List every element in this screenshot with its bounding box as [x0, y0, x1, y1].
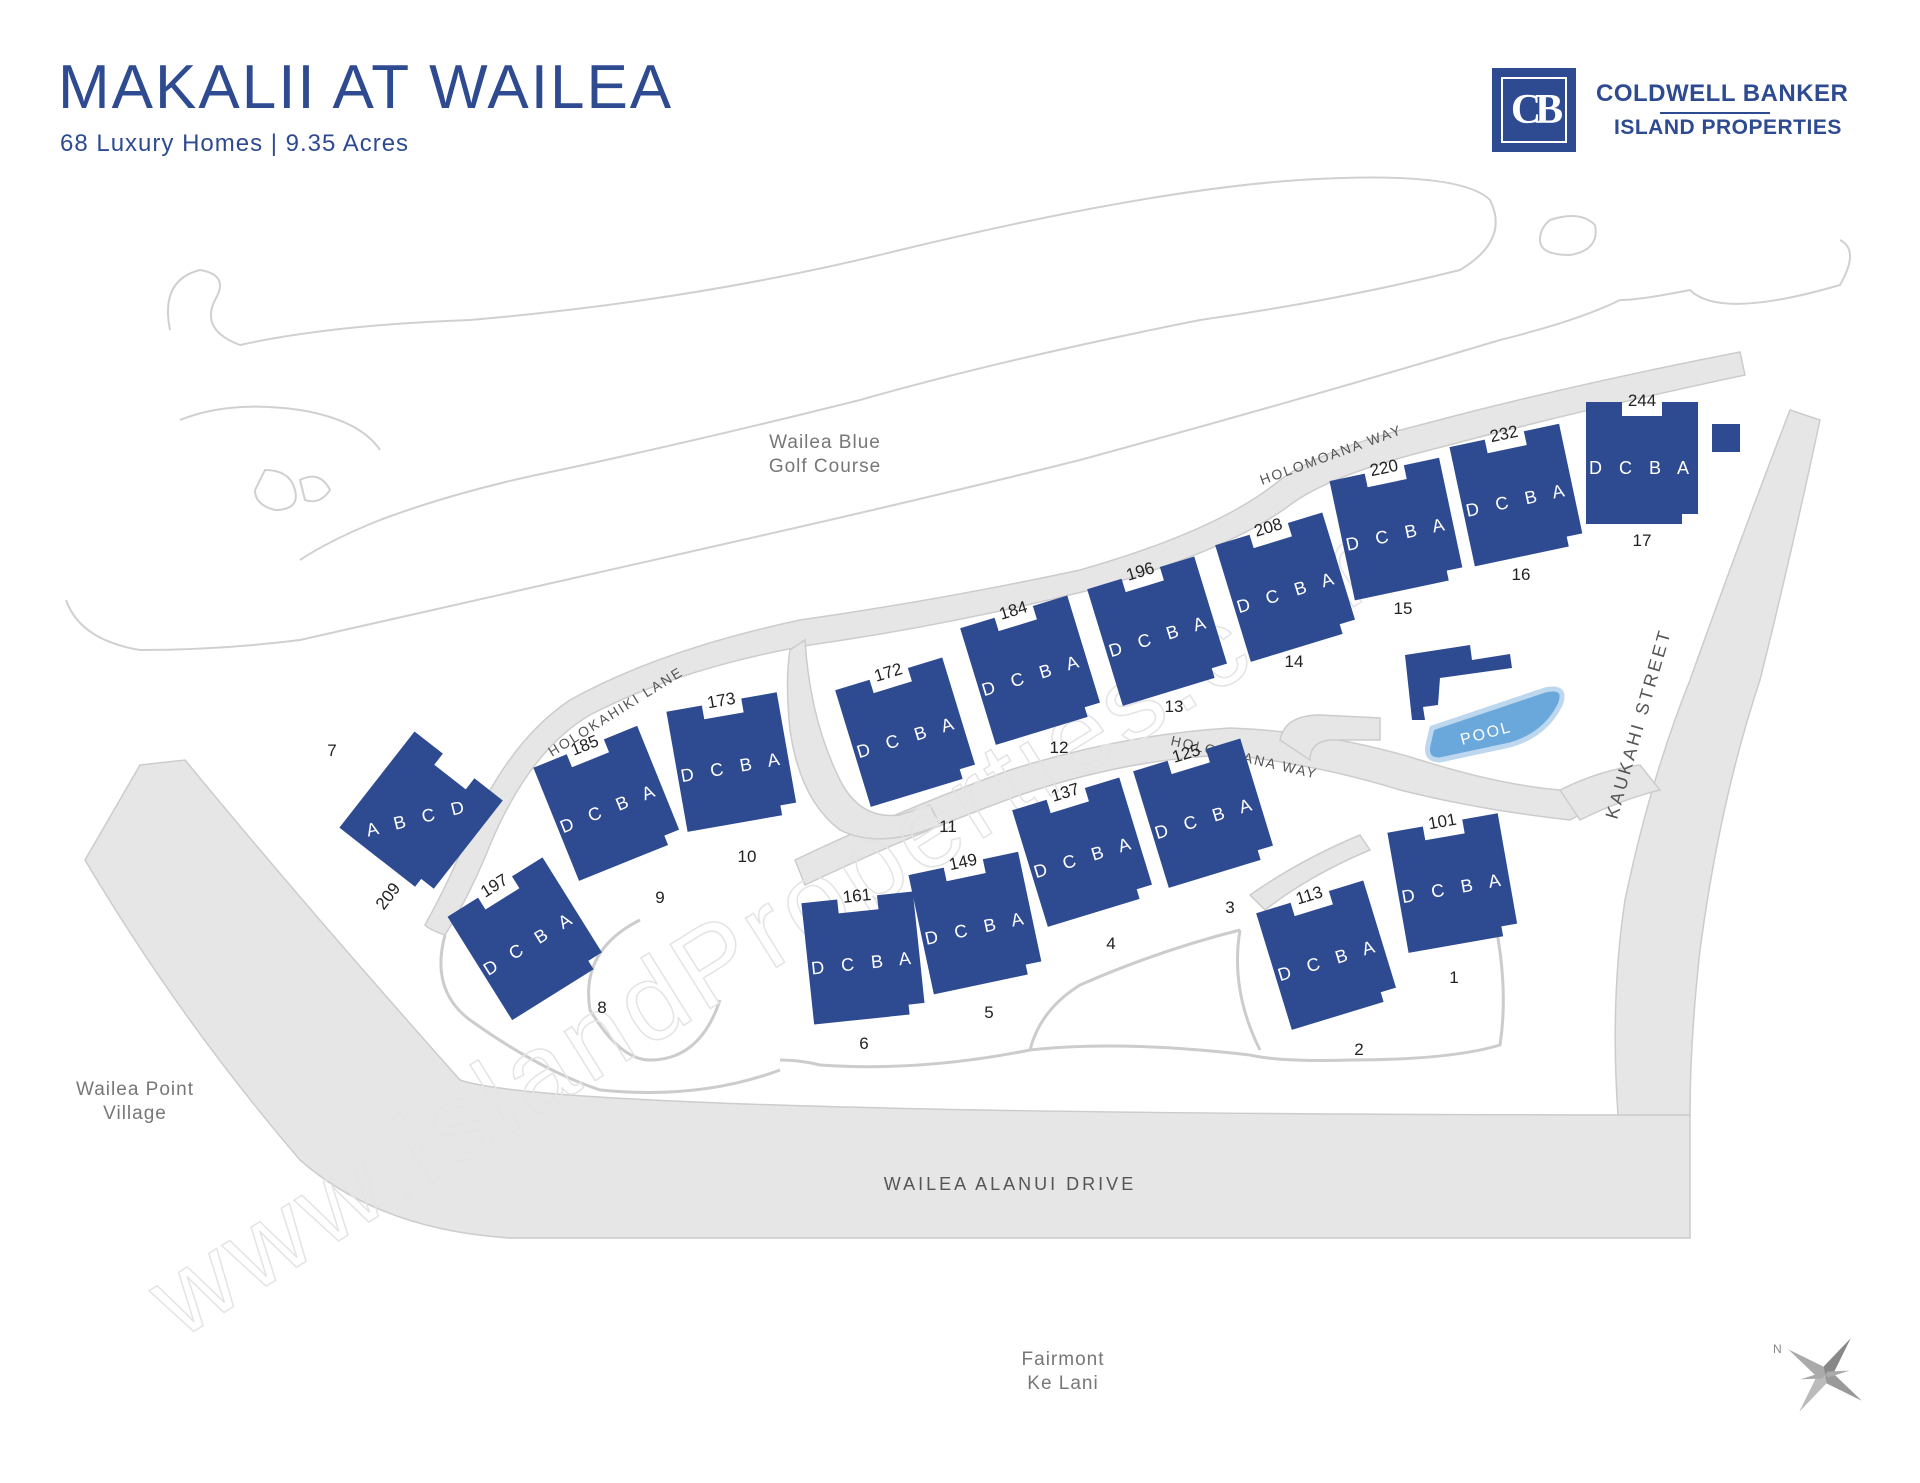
- unit-letters: D C B A: [1589, 458, 1695, 478]
- building-number-label: 2: [1354, 1040, 1363, 1059]
- compass-rose-icon: N: [1773, 1338, 1862, 1412]
- brand-line-1: COLDWELL BANKER: [1596, 80, 1849, 107]
- building-footprint: [533, 725, 680, 881]
- building-address: 209: [372, 879, 404, 913]
- building-address: 244: [1628, 391, 1656, 410]
- building-number-label: 7: [327, 741, 336, 760]
- kaukahi-connector: [1558, 764, 1662, 821]
- building-footprint: [801, 891, 925, 1025]
- building-address: 172: [872, 659, 905, 685]
- building-address: 161: [842, 885, 872, 907]
- building-footprint: [1329, 457, 1463, 601]
- building-footprint: [339, 731, 503, 889]
- village-label-2: Village: [103, 1103, 167, 1124]
- east-loop-road: [1248, 834, 1372, 911]
- building-17: D C B A 244: [1586, 391, 1698, 524]
- golf-course-label-2: Golf Course: [769, 456, 881, 477]
- place-labels: Wailea Blue Golf Course Wailea Point Vil…: [76, 432, 1105, 1394]
- golf-course-outline: [65, 176, 1851, 652]
- building-number-label: 14: [1285, 652, 1304, 671]
- building-number-label: 6: [859, 1034, 868, 1053]
- compass-north-label: N: [1773, 1342, 1782, 1356]
- village-label-1: Wailea Point: [76, 1079, 194, 1100]
- holomoana-way-upper: [424, 351, 1746, 936]
- roads: [84, 351, 1821, 1239]
- wailea-alanui-drive: [84, 759, 1691, 1239]
- clubhouse-building: [1405, 645, 1512, 720]
- amenities: POOL: [1405, 424, 1740, 763]
- brand-monogram: CB: [1501, 77, 1567, 143]
- building-number-label: 8: [597, 998, 606, 1017]
- building-footprint: [1449, 423, 1583, 567]
- brand-logo: CB: [1492, 68, 1576, 152]
- building-number-label: 15: [1394, 599, 1413, 618]
- fairmont-label-1: Fairmont: [1022, 1349, 1105, 1370]
- building-footprint: [1215, 512, 1356, 662]
- building-footprint: [1256, 880, 1397, 1030]
- building-footprint: [1586, 402, 1698, 524]
- kaukahi-street: [1614, 409, 1821, 1116]
- brand-divider: [1660, 112, 1770, 114]
- building-footprint: [1012, 777, 1153, 927]
- golf-course-label-1: Wailea Blue: [769, 432, 881, 453]
- page-subtitle: 68 Luxury Homes | 9.35 Acres: [60, 130, 410, 157]
- building-number-label: 13: [1165, 697, 1184, 716]
- building-number-label: 11: [939, 817, 957, 836]
- holokahiki-lane-spur: [786, 638, 942, 840]
- building-number-label: 12: [1050, 738, 1069, 757]
- pool-access-road: [1279, 714, 1381, 762]
- building-number-label: 9: [655, 888, 664, 907]
- building-address: 101: [1427, 810, 1458, 834]
- building-number-label: 17: [1633, 531, 1652, 550]
- building-number-label: 1: [1449, 968, 1458, 987]
- building-footprint: [666, 692, 797, 832]
- building-number-label: 3: [1225, 898, 1234, 917]
- building-footprint: [835, 657, 976, 807]
- building-footprint: [1387, 813, 1518, 953]
- walkways: [439, 829, 1505, 1094]
- building-footprint: [447, 857, 602, 1021]
- pool-shape: [1425, 686, 1565, 763]
- building-number-label: 16: [1512, 565, 1531, 584]
- page-title: MAKALII AT WAILEA: [58, 53, 674, 122]
- building-number-label: 4: [1106, 934, 1115, 953]
- fairmont-label-2: Ke Lani: [1027, 1373, 1098, 1394]
- building-footprint: [960, 595, 1101, 745]
- building-footprint: [1133, 738, 1274, 888]
- building-number-label: 5: [984, 1003, 993, 1022]
- building-address: 173: [706, 689, 737, 713]
- building-footprint: [908, 851, 1042, 995]
- building-number-label: 10: [738, 847, 757, 866]
- brand-line-2: ISLAND PROPERTIES: [1614, 116, 1842, 139]
- street-label-alanui: WAILEA ALANUI DRIVE: [884, 1174, 1136, 1194]
- building-footprint: [1087, 556, 1228, 706]
- small-building: [1712, 424, 1740, 452]
